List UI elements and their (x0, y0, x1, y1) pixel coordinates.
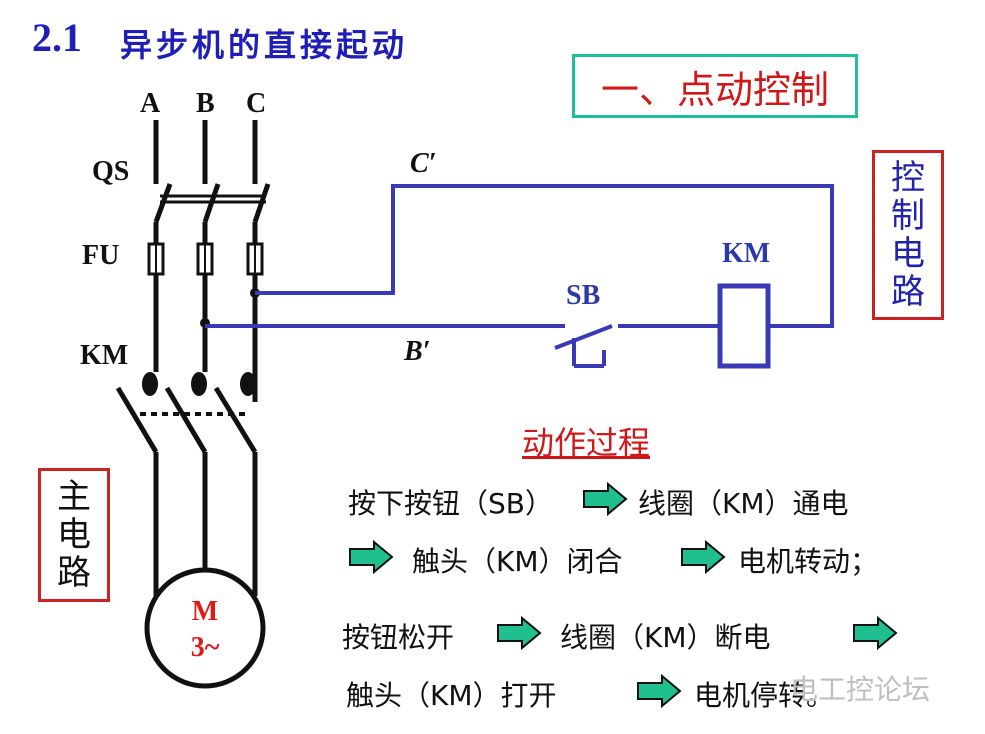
phase-c-label: C (246, 88, 267, 119)
process-step-press: 按下按钮（SB） (348, 487, 553, 520)
km-coil-label: KM (722, 238, 771, 269)
arrow-icon (349, 540, 394, 574)
control-char-4: 路 (891, 272, 925, 313)
sb-label: SB (566, 280, 601, 311)
arrow-icon (497, 616, 542, 650)
control-char-2: 制 (891, 195, 925, 236)
junctions (200, 288, 260, 328)
main-circuit-box: 主 电 路 (38, 468, 110, 602)
control-char-1: 控 (891, 157, 925, 198)
arrow-icon (853, 616, 898, 650)
qs-label: QS (92, 156, 130, 187)
process-step-contact-open: 触头（KM）打开 (346, 679, 557, 712)
km-contacts (142, 372, 256, 396)
topic-badge: 一、点动控制 (572, 54, 858, 118)
arrow-icon (681, 540, 726, 574)
km-main-label: KM (80, 340, 129, 371)
process-title: 动作过程 (522, 424, 651, 462)
fu-label: FU (82, 240, 120, 271)
b-prime-label: B′ (404, 336, 431, 367)
watermark: 电工控论坛 (790, 673, 931, 706)
process-step-contact-close: 触头（KM）闭合 (412, 545, 623, 578)
control-circuit-box: 控 制 电 路 (872, 150, 944, 320)
control-char-3: 电 (891, 234, 925, 274)
control-wires (205, 184, 834, 369)
c-prime-label: C′ (410, 148, 437, 179)
arrow-icon (583, 482, 628, 516)
phase-lines (115, 120, 271, 596)
section-number: 2.1 (32, 15, 82, 60)
process-step-motor-stop: 电机停转。 (694, 679, 835, 712)
phase-a-label: A (140, 88, 161, 119)
process-step-release: 按钮松开 (342, 621, 455, 654)
phase-b-label: B (196, 88, 215, 119)
motor-circle (144, 567, 266, 689)
motor-label-m: M (191, 596, 219, 627)
process-step-coil-off: 线圈（KM）断电 (560, 621, 771, 654)
process-step-coil-on: 线圈（KM）通电 (638, 487, 849, 520)
main-char-3: 路 (57, 553, 91, 594)
arrow-icon (637, 674, 682, 708)
motor-label-phase: 3~ (190, 632, 220, 663)
fuse-cores (155, 244, 256, 274)
main-char-2: 电 (57, 514, 91, 555)
process-step-motor-run: 电机转动； (738, 545, 879, 578)
main-char-1: 主 (57, 476, 91, 517)
qs-linkage (160, 194, 266, 204)
page-title: 异步机的直接起动 (120, 26, 409, 64)
